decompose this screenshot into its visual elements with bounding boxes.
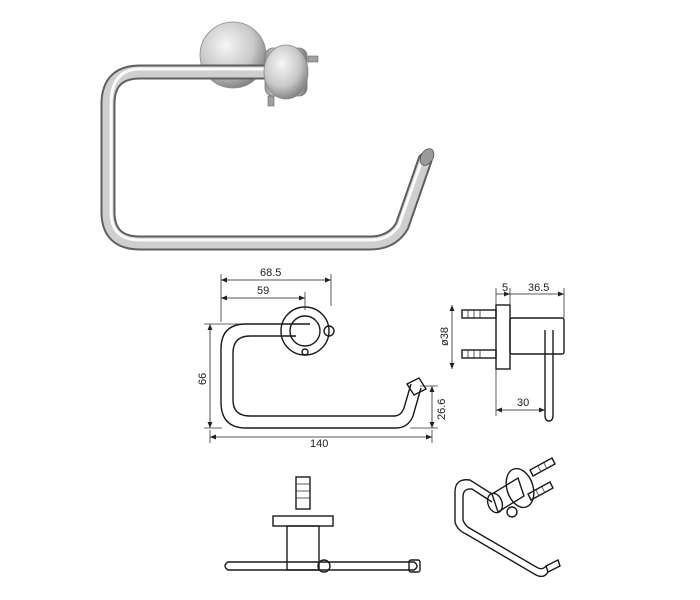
front-mount-outer <box>280 306 330 356</box>
dim-length-bottom: 140 <box>310 438 328 450</box>
side-bolt-top <box>461 309 497 319</box>
dim-side-bottom: 30 <box>517 397 529 409</box>
top-arm <box>224 561 418 571</box>
product-render <box>100 21 435 251</box>
side-bolt-bottom <box>461 349 497 359</box>
front-arm-inner <box>232 335 412 417</box>
iso-bolt-lower <box>527 481 554 501</box>
front-arm-outer <box>220 323 422 429</box>
front-view-drawing: 68.5 59 66 26.6 140 <box>197 267 448 450</box>
top-end-cap <box>408 559 421 573</box>
iso-bolt-upper <box>529 457 556 477</box>
top-wall-plate <box>272 515 334 527</box>
holder-arm-highlight <box>109 67 424 242</box>
mount-post-face <box>263 44 309 100</box>
iso-wall-plate <box>505 467 535 509</box>
dim-width-top: 68.5 <box>260 267 281 279</box>
dim-side-gap: 5 <box>502 282 508 294</box>
dim-side-diameter: ø38 <box>439 327 451 346</box>
front-end-cap <box>405 377 428 396</box>
front-mount-inner <box>289 315 321 347</box>
dim-side-depth: 36.5 <box>528 282 549 294</box>
side-wall-plate <box>495 304 511 370</box>
top-collar <box>317 559 331 573</box>
holder-arm <box>102 66 431 249</box>
side-arm-tube <box>544 330 554 422</box>
screw-pin-bottom <box>267 95 275 107</box>
isometric-view-drawing <box>454 457 561 578</box>
top-view-drawing <box>224 476 421 573</box>
top-bolt <box>295 476 311 510</box>
front-mount-hole-right <box>323 325 335 337</box>
dim-height-right: 26.6 <box>436 399 448 420</box>
front-mount-hole-bottom <box>301 348 309 356</box>
iso-end-hook <box>545 559 561 573</box>
side-view-drawing: 5 36.5 ø38 30 <box>439 282 565 422</box>
iso-arm-outer <box>454 479 549 578</box>
holder-arm-shadow <box>100 64 433 251</box>
side-post <box>509 317 565 355</box>
screw-pin-top <box>307 55 319 63</box>
iso-arm-inner <box>462 488 547 570</box>
dim-width-inner: 59 <box>257 285 269 297</box>
iso-post <box>491 476 525 514</box>
arm-end-cap <box>419 148 435 166</box>
top-post <box>286 525 320 571</box>
dim-height-left: 66 <box>197 373 209 385</box>
iso-screw <box>506 506 518 518</box>
